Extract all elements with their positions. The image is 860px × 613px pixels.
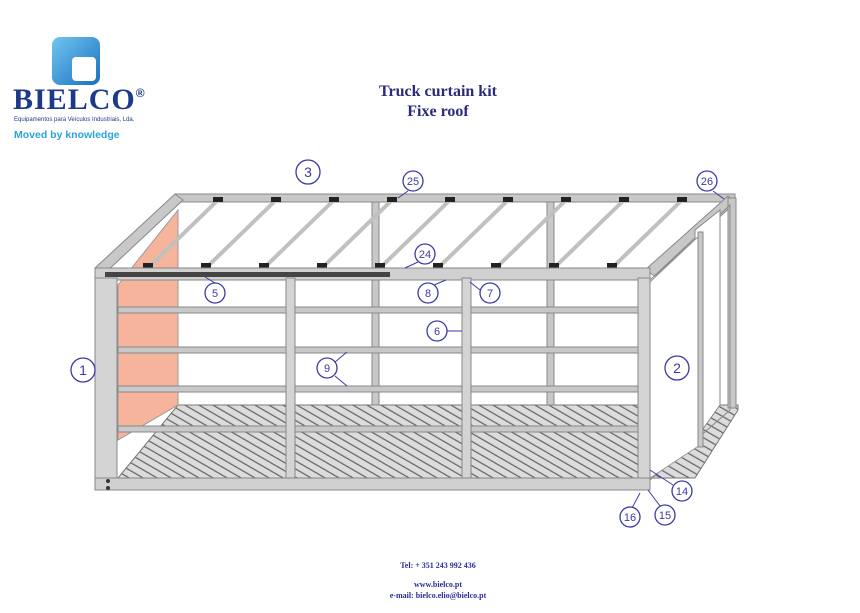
- callout-3: 3: [295, 159, 321, 185]
- callout-15: 15: [654, 504, 676, 526]
- bolt-icon: [106, 479, 110, 483]
- svg-text:6: 6: [434, 326, 440, 338]
- bow-clip: [201, 263, 211, 268]
- callout-9: 9: [316, 357, 338, 379]
- diagram-title: Truck curtain kit: [379, 83, 497, 100]
- roof-bow: [552, 198, 626, 270]
- roof-bows: [143, 197, 687, 270]
- svg-text:15: 15: [659, 510, 671, 522]
- roof-bow: [262, 198, 336, 270]
- bow-clip: [503, 197, 513, 202]
- bielco-logo-icon: [52, 37, 100, 85]
- svg-text:9: 9: [324, 363, 330, 375]
- bow-clip: [619, 197, 629, 202]
- bow-clip: [317, 263, 327, 268]
- callout-8: 8: [417, 282, 439, 304]
- roof-bow: [610, 198, 684, 270]
- callout-24: 24: [414, 243, 436, 265]
- diagram-subtitle: Fixe roof: [407, 103, 469, 120]
- brand-slogan: Moved by knowledge: [14, 129, 120, 141]
- bow-clip: [445, 197, 455, 202]
- roof-bow: [378, 198, 452, 270]
- roof-bow: [494, 198, 568, 270]
- footer-email[interactable]: e-mail: bielco.elio@bielco.pt: [389, 591, 487, 600]
- callout-16: 16: [619, 506, 641, 528]
- svg-text:24: 24: [419, 249, 431, 261]
- callout-5: 5: [204, 282, 226, 304]
- svg-text:3: 3: [304, 164, 312, 180]
- side-posts: [94, 277, 651, 491]
- bow-clip: [259, 263, 269, 268]
- bow-clip: [271, 197, 281, 202]
- callout-14: 14: [671, 480, 693, 502]
- callout-arrows: [204, 190, 725, 509]
- svg-text:7: 7: [487, 288, 493, 300]
- brand-name: BIELCO®: [13, 83, 146, 116]
- callout-26: 26: [696, 170, 718, 192]
- bow-clip: [387, 197, 397, 202]
- svg-text:16: 16: [624, 512, 636, 524]
- bow-clip: [607, 263, 617, 268]
- bow-clip: [561, 197, 571, 202]
- roof-bow: [436, 198, 510, 270]
- callout-2: 2: [664, 355, 690, 381]
- footer-web[interactable]: www.bielco.pt: [414, 580, 462, 589]
- bow-clip: [549, 263, 559, 268]
- bow-clip: [213, 197, 223, 202]
- svg-text:5: 5: [212, 288, 218, 300]
- svg-text:26: 26: [701, 176, 713, 188]
- svg-text:8: 8: [425, 288, 431, 300]
- svg-text:2: 2: [673, 360, 681, 376]
- bolt-icon: [106, 486, 110, 490]
- bow-clip: [677, 197, 687, 202]
- bow-clip: [143, 263, 153, 268]
- callout-25: 25: [402, 170, 424, 192]
- bow-clip: [329, 197, 339, 202]
- roof-bow: [204, 198, 278, 270]
- bow-clip: [375, 263, 385, 268]
- svg-text:14: 14: [676, 486, 688, 498]
- roof-bow: [146, 198, 220, 270]
- footer-tel: Tel: + 351 243 992 436: [400, 561, 476, 570]
- roof-side-bar: [105, 272, 390, 277]
- rear-door-frame: [649, 197, 737, 482]
- roof-bow: [320, 198, 394, 270]
- bottom-rail: [94, 477, 651, 491]
- brand-subtitle: Equipamentos para Veículos Industriais, …: [14, 117, 135, 123]
- svg-text:25: 25: [407, 176, 419, 188]
- callout-1: 1: [70, 357, 96, 383]
- bow-clip: [491, 263, 501, 268]
- callout-7: 7: [479, 282, 501, 304]
- callout-6: 6: [426, 320, 448, 342]
- svg-text:1: 1: [79, 362, 87, 378]
- bow-clip: [433, 263, 443, 268]
